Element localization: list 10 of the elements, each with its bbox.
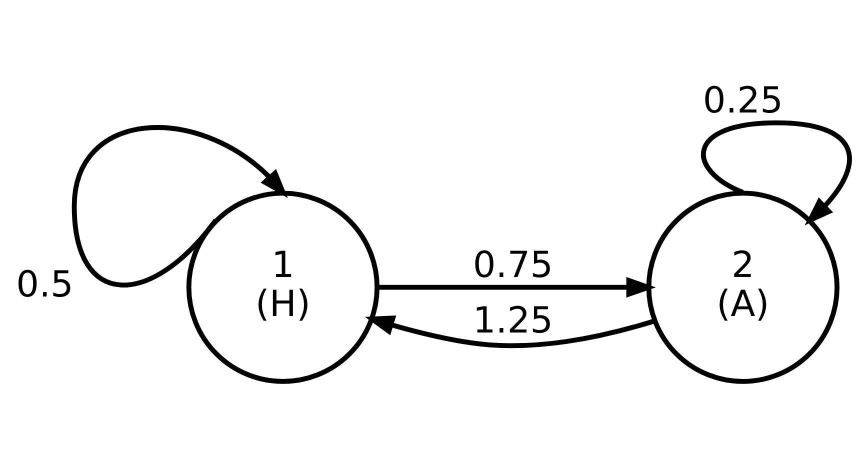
edge-label: 1.25 bbox=[472, 300, 554, 342]
node-circle: 1 (H) bbox=[186, 190, 380, 384]
arrow bbox=[378, 277, 656, 298]
node-circle: 2 (A) bbox=[646, 190, 840, 384]
arrow bbox=[72, 125, 288, 288]
edge-label: 0.5 bbox=[16, 264, 74, 306]
arrow bbox=[701, 120, 852, 226]
arrow bbox=[364, 315, 656, 348]
edge-label: 0.75 bbox=[472, 244, 554, 286]
edge-label: 0.25 bbox=[702, 80, 783, 122]
